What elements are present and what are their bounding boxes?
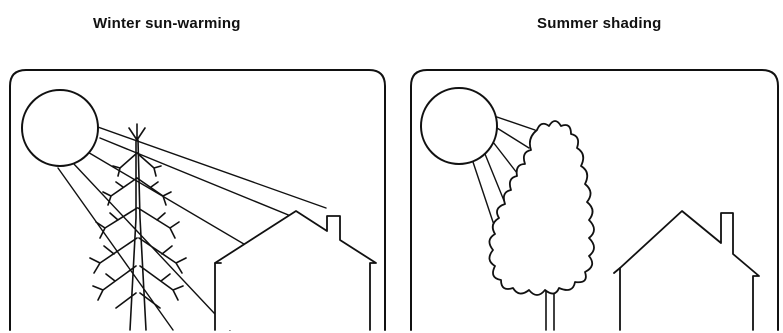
winter-sun-icon: [22, 90, 98, 166]
bare-tree-icon: [90, 124, 186, 330]
summer-caption: Summer shading: [537, 15, 662, 32]
winter-panel: [8, 68, 403, 330]
leafy-tree-icon: [489, 121, 594, 295]
winter-caption: Winter sun-warming: [93, 15, 241, 32]
summer-panel: [409, 68, 780, 330]
summer-tree-trunk: [546, 290, 554, 330]
summer-house-icon: [614, 211, 759, 330]
winter-house-icon: [215, 211, 376, 330]
summer-sun-icon: [421, 88, 497, 164]
